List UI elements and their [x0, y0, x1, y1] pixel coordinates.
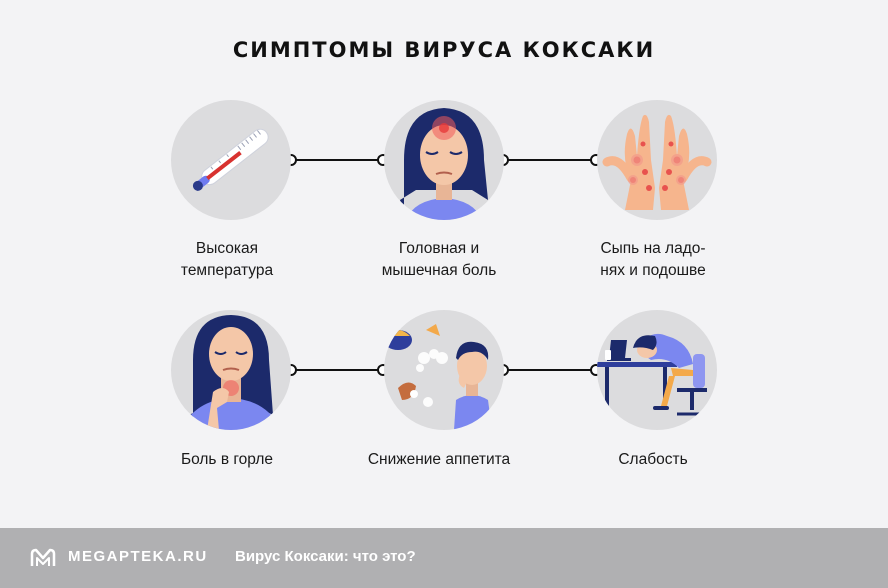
sore-throat-icon — [171, 310, 291, 430]
megapteka-logo-icon — [30, 548, 56, 566]
symptom-label-headache: Головная и мышечная боль — [381, 240, 497, 279]
connector-line — [291, 159, 383, 161]
symptom-label-weakness: Слабость — [618, 451, 688, 468]
thermometer-icon — [171, 100, 291, 220]
footer-article-title: Вирус Коксаки: что это? — [235, 548, 416, 565]
connector-line — [503, 369, 596, 371]
connector-line — [291, 369, 383, 371]
symptom-label-appetite: Снижение аппетита — [367, 451, 511, 468]
weakness-icon — [597, 310, 717, 430]
brand-name[interactable]: MEGAPTEKA.RU — [68, 548, 208, 565]
headache-icon — [384, 100, 504, 220]
footer-bar: MEGAPTEKA.RU Вирус Коксаки: что это? — [0, 528, 888, 588]
rash-palms-icon — [597, 100, 717, 220]
appetite-loss-icon — [384, 310, 504, 430]
symptom-label-rash: Сыпь на ладо- нях и подошве — [600, 240, 706, 279]
symptom-label-sore-throat: Боль в горле — [180, 451, 274, 468]
symptom-label-fever: Высокая температура — [180, 240, 274, 279]
page-title: СИМПТОМЫ ВИРУСА КОКСАКИ — [232, 38, 656, 62]
connector-line — [503, 159, 596, 161]
